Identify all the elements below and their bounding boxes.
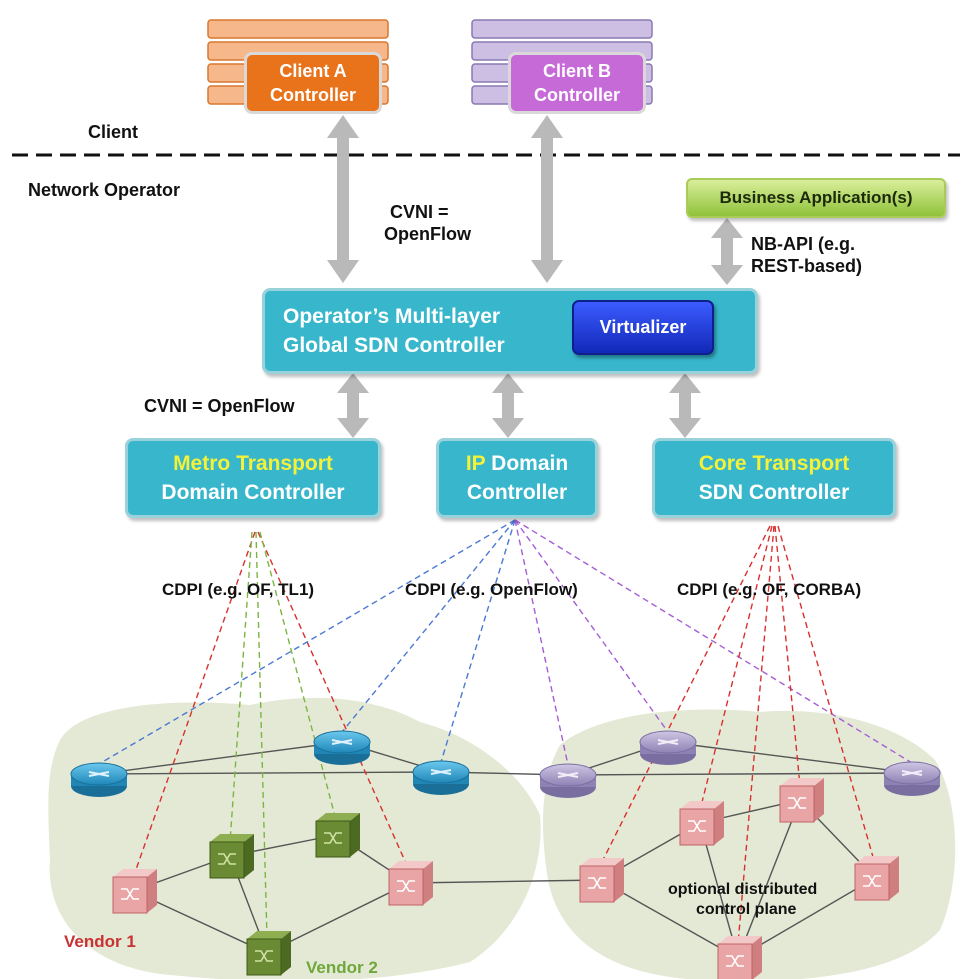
vendor1-switch-2 — [388, 860, 434, 906]
metro-controller-line2: Domain Controller — [161, 481, 345, 504]
core-switch-3 — [779, 777, 825, 823]
cdpi-ip-label: CDPI (e.g. OpenFlow) — [405, 580, 578, 599]
arrow-client-b-to-global — [531, 115, 563, 283]
ip-controller-line1: IP Domain — [466, 449, 568, 478]
ip-router-purple-1 — [539, 763, 597, 799]
client-a-controller: Client A Controller — [244, 52, 382, 114]
metro-controller-title: Metro Transport — [173, 452, 333, 475]
arrow-global-to-metro — [337, 373, 369, 438]
cvni-top-line2: OpenFlow — [384, 224, 471, 244]
optional-control-plane-line2: control plane — [696, 901, 797, 918]
client-b-controller: Client B Controller — [508, 52, 646, 114]
right-network-cloud — [543, 709, 956, 979]
metro-transport-domain-controller: Metro Transport Domain Controller — [125, 438, 381, 518]
core-controller-line2: SDN Controller — [698, 481, 850, 504]
optional-control-plane-line1: optional distributed — [668, 881, 818, 898]
nb-api-line2: REST-based) — [751, 256, 863, 276]
arrow-business-to-global — [711, 218, 743, 285]
operator-zone-label: Network Operator — [28, 180, 181, 200]
ip-domain-controller: IP Domain Controller — [436, 438, 598, 518]
ip-control-channels-purple — [514, 519, 913, 766]
client-b-line1: Client B — [542, 61, 611, 81]
client-a-line2: Controller — [269, 85, 356, 105]
core-control-channels-red — [599, 525, 876, 945]
client-zone-label: Client — [88, 122, 139, 142]
ip-controller-title-rest: Domain — [485, 452, 569, 475]
arrow-client-a-to-global — [327, 115, 359, 283]
virtualizer-box: Virtualizer — [572, 300, 714, 355]
client-b-line2: Controller — [533, 85, 620, 105]
core-transport-sdn-controller: Core Transport SDN Controller — [652, 438, 896, 518]
global-controller-line1: Operator’s Multi-layer — [283, 305, 501, 328]
arrow-global-to-ip — [492, 373, 524, 438]
global-controller-line2: Global SDN Controller — [283, 334, 505, 357]
business-application-box: Business Application(s) — [686, 178, 946, 218]
vendor2-switch-1 — [209, 833, 255, 879]
ip-controller-line2: Controller — [466, 481, 568, 504]
core-switch-4 — [854, 855, 900, 901]
vendor2-switch-2 — [315, 812, 361, 858]
vendor2-switch-3 — [246, 930, 292, 976]
vendor1-switch-1 — [112, 868, 158, 914]
cvni-top-line1: CVNI = — [390, 202, 449, 222]
core-controller-title: Core Transport — [698, 452, 850, 475]
nb-api-line1: NB-API (e.g. — [751, 234, 856, 254]
cdpi-core-label: CDPI (e.g. OF, CORBA) — [677, 580, 862, 599]
cvni-left-label: CVNI = OpenFlow — [144, 396, 295, 416]
ip-controller-title: IP — [465, 452, 486, 475]
ip-router-blue-1 — [70, 762, 128, 798]
cdpi-metro-label: CDPI (e.g. OF, TL1) — [162, 580, 315, 599]
ip-router-purple-2 — [639, 730, 697, 766]
arrow-global-to-core — [669, 373, 701, 438]
core-switch-2 — [679, 800, 725, 846]
core-switch-5 — [717, 935, 763, 979]
ip-router-purple-3 — [883, 761, 941, 797]
ip-control-channels-blue — [98, 519, 516, 765]
metro-control-channels-green — [229, 531, 337, 939]
ip-router-blue-3 — [412, 760, 470, 796]
vendor1-label: Vendor 1 — [64, 932, 136, 951]
vendor2-label: Vendor 2 — [306, 958, 378, 977]
client-a-line1: Client A — [279, 61, 347, 81]
core-switch-1 — [579, 857, 625, 903]
ip-router-blue-2 — [313, 730, 371, 766]
metro-control-channels-red — [132, 531, 410, 879]
